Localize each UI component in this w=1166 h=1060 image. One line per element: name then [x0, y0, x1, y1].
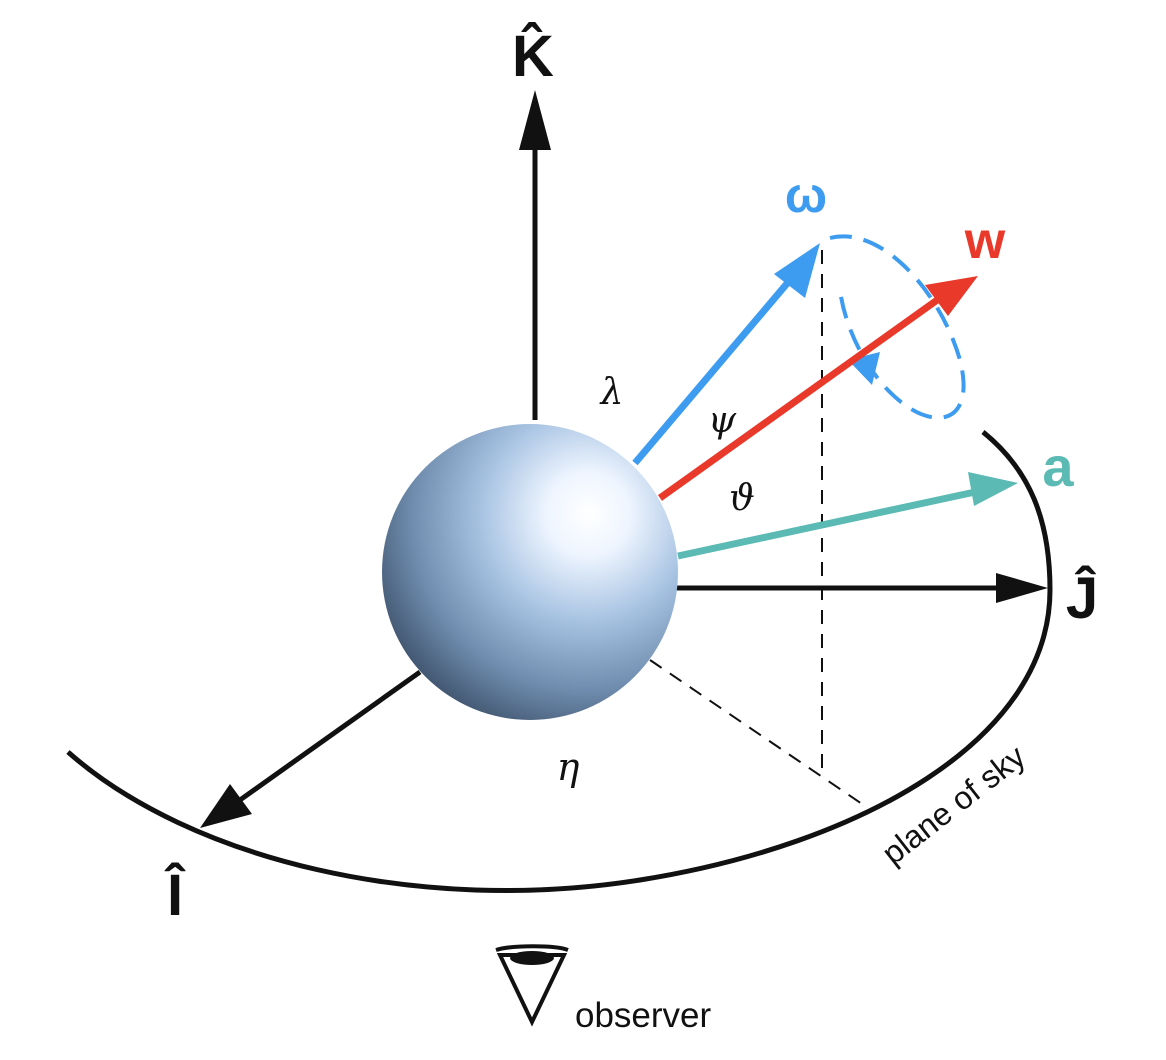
w-vector-arrowhead [925, 276, 978, 316]
psi-angle-label: ψ [708, 400, 737, 441]
i-axis-arrowhead [200, 784, 252, 828]
w-vector-line [657, 295, 943, 501]
a-vector-arrowhead [968, 472, 1018, 506]
omega-vector-label: ω [785, 167, 827, 223]
eye-icon [495, 944, 569, 1027]
observer-projection-dashed-line [649, 659, 869, 809]
k-axis-label: K̂ [512, 23, 554, 89]
eta-angle-label: η [557, 745, 580, 789]
k-axis-arrowhead [519, 90, 551, 150]
j-axis-label: Ĵ [1066, 566, 1098, 631]
observer-label: observer [575, 996, 712, 1035]
sphere-icon [382, 424, 678, 720]
omega-vector-arrowhead [774, 243, 820, 298]
a-vector-label: a [1042, 435, 1074, 498]
i-axis-label: Î [164, 863, 186, 928]
j-axis-arrowhead [996, 573, 1048, 603]
plane-of-sky-arc [66, 430, 1053, 893]
a-vector-line [677, 488, 976, 560]
omega-vector-line [632, 277, 793, 466]
i-axis-line [238, 669, 422, 803]
w-vector-label: w [964, 212, 1006, 270]
lambda-angle-label: λ [599, 372, 624, 413]
theta-angle-label: ϑ [729, 478, 755, 519]
precession-cone-dashed [829, 234, 966, 420]
